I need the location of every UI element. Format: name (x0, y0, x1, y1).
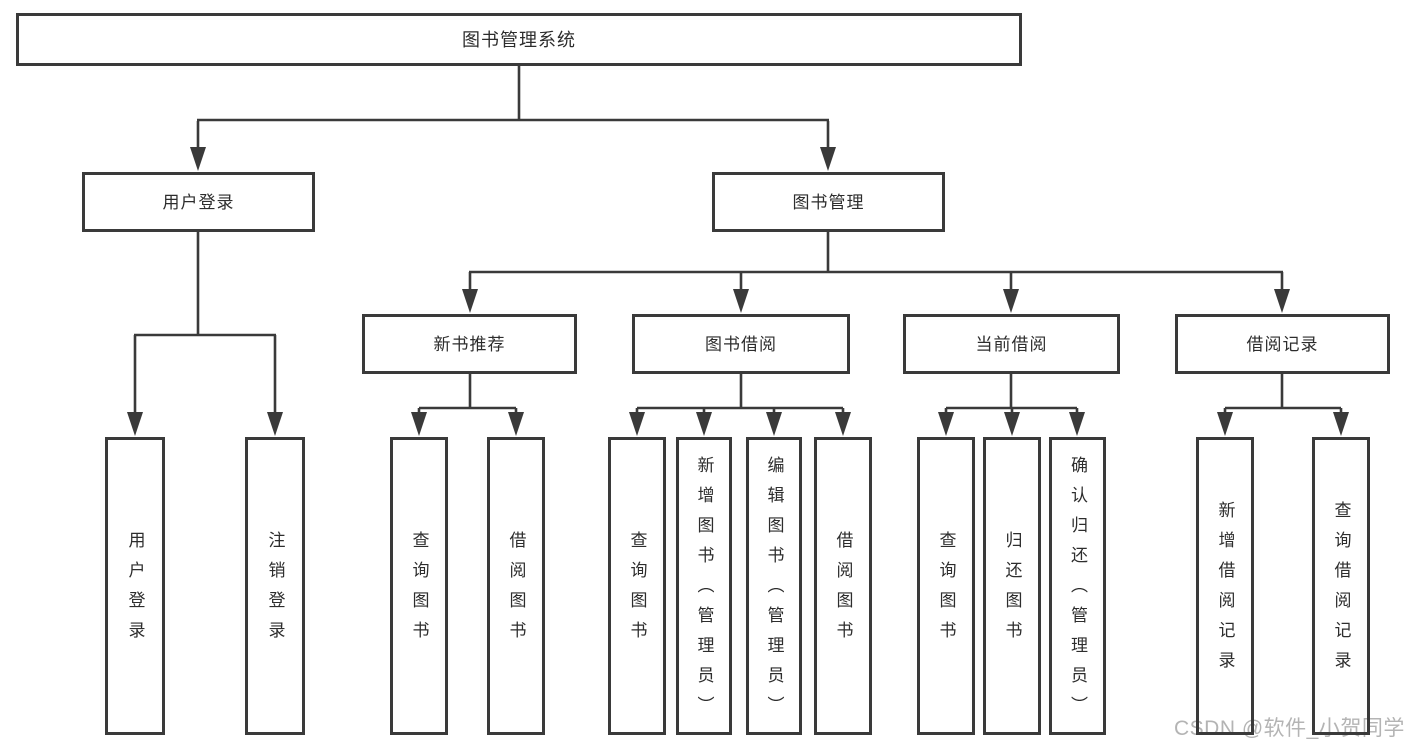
node-current-borrow: 当前借阅 (903, 314, 1120, 374)
node-library-management-system: 图书管理系统 (16, 13, 1022, 66)
leaf-newbook-borrow-books: 借阅图书 (487, 437, 545, 735)
node-borrow-records: 借阅记录 (1175, 314, 1390, 374)
leaf-current-confirm-return-admin: 确认归还（管理员） (1049, 437, 1106, 735)
leaf-borrow-edit-books-admin: 编辑图书（管理员） (746, 437, 802, 735)
leaf-borrow-borrow-books: 借阅图书 (814, 437, 872, 735)
node-new-book-recommend: 新书推荐 (362, 314, 577, 374)
leaf-user-login: 用户登录 (105, 437, 165, 735)
leaf-records-query-record: 查询借阅记录 (1312, 437, 1370, 735)
csdn-watermark: CSDN @软件_小贺同学 (1174, 717, 1405, 740)
node-book-management: 图书管理 (712, 172, 945, 232)
arrowheads (127, 147, 1349, 436)
leaf-current-query-books: 查询图书 (917, 437, 975, 735)
leaf-newbook-query-books: 查询图书 (390, 437, 448, 735)
node-user-login: 用户登录 (82, 172, 315, 232)
leaf-borrow-query-books: 查询图书 (608, 437, 666, 735)
leaf-records-add-record: 新增借阅记录 (1196, 437, 1254, 735)
leaf-current-return-books: 归还图书 (983, 437, 1041, 735)
node-book-borrow: 图书借阅 (632, 314, 850, 374)
leaf-logout: 注销登录 (245, 437, 305, 735)
leaf-borrow-add-books-admin: 新增图书（管理员） (676, 437, 732, 735)
